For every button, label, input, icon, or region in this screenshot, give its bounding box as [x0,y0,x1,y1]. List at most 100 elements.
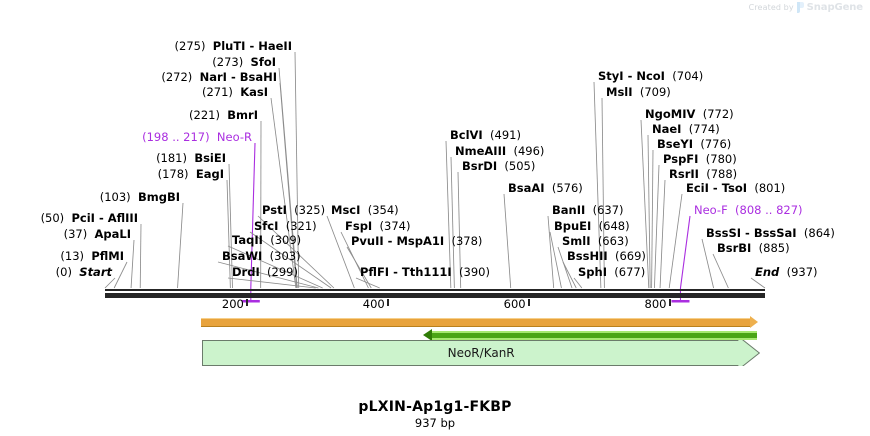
enzyme-label-drdi: DrdI (299) [232,265,298,279]
leader-line-pcii-afliii [139,223,142,289]
green-arrow-head-icon [422,329,432,341]
enzyme-name: BsrBI [717,241,752,255]
enzyme-name: MslI [606,85,633,99]
enzyme-label-nmeaiii: NmeAIII (496) [455,144,544,158]
enzyme-label-neo-f: Neo-F (808 .. 827) [694,203,803,217]
enzyme-name-2: AflIII [107,211,138,225]
enzyme-position: (801) [754,181,786,195]
enzyme-position: (776) [700,137,732,151]
enzyme-position: (378) [451,234,483,248]
neor-kanr-arrow[interactable]: NeoR/KanR [202,340,761,366]
enzyme-position: (13) [60,249,84,263]
enzyme-position: (273) [212,55,244,69]
enzyme-label-rsrii: RsrII (788) [669,168,737,180]
enzyme-position: (808 .. 827) [735,203,803,217]
leader-line-pluti-haeii [294,51,300,289]
leader-line-bmgbi [177,202,184,289]
enzyme-label-end: End (937) [755,265,818,279]
enzyme-position: (0) [55,265,72,279]
enzyme-name: BseYI [657,137,694,151]
enzyme-name: Neo-F [694,203,728,217]
enzyme-name: Start [79,265,112,279]
enzyme-name: PvuII [351,234,384,248]
enzyme-name: EagI [195,167,224,181]
leader-line-bsssi-bsssai [701,238,714,289]
orange-arrow-body [200,318,751,327]
enzyme-position: (491) [490,128,521,142]
snapgene-watermark: Created by SnapGene [749,2,863,13]
enzyme-position: (505) [504,159,536,173]
enzyme-label-pflmi: (13) PflMI [60,249,124,263]
leader-line-sfci [249,231,332,289]
leader-line-bclvi [445,140,452,289]
ruler-tick-label: 600 [503,297,526,311]
enzyme-position: (374) [379,219,411,233]
leader-line-nmeaiii [450,156,455,289]
enzyme-name: BssSI [706,226,742,240]
enzyme-name: NaeI [652,122,682,136]
leader-line-start [104,277,116,289]
separator: - [383,234,397,248]
enzyme-position: (271) [201,85,233,99]
enzyme-label-pflfi-tth111i: PflFI - Tth111I (390) [360,265,490,279]
enzyme-position: (885) [758,241,790,255]
enzyme-name-2: NcoI [636,69,665,83]
separator: - [623,69,637,83]
ruler-tick [245,299,248,306]
ruler-tick [668,299,671,306]
enzyme-name: ApaLI [94,227,132,241]
enzyme-position: (663) [597,234,629,248]
enzyme-label-bmri: (221) BmrI [189,109,258,121]
enzyme-name: MscI [331,203,361,217]
leader-line-eagi [226,179,231,289]
enzyme-name: SphI [578,265,607,279]
enzyme-label-bmgbi: (103) BmgBI [100,191,180,203]
neor-kanr-arrow-shape [202,340,761,366]
leader-line-banii [547,215,555,289]
leader-line-nari-bsahi [279,82,298,289]
enzyme-name: NmeAIII [455,144,507,158]
enzyme-name: EciI [686,181,709,195]
enzyme-name: BsiEI [194,151,226,165]
separator: - [708,181,722,195]
leader-line-neo-f [679,215,691,289]
enzyme-name: NgoMIV [645,107,696,121]
enzyme-name: PciI [71,211,95,225]
enzyme-label-kasi: (271) KasI [201,85,268,99]
enzyme-label-ecii-tsoi: EciI - TsoI (801) [686,181,786,195]
leader-line-ecii-tsoi [668,193,683,289]
enzyme-label-neo-r: (198 .. 217) Neo-R [142,130,252,144]
enzyme-position: (50) [40,211,65,225]
sequence-backbone [105,293,765,298]
enzyme-name: End [755,265,780,279]
enzyme-label-mslii: MslI (709) [606,85,671,99]
enzyme-name: DrdI [232,265,260,279]
enzyme-label-bsiei: (181) BsiEI [156,151,226,165]
enzyme-label-sfoi: (273) SfoI [212,55,276,69]
leader-line-msci [326,215,355,289]
leader-line-styi-ncoi [593,81,602,289]
leader-line-smli [557,246,573,289]
enzyme-label-bsrbi: BsrBI (885) [717,241,790,255]
leader-line-pflfi-tth111i [355,277,380,289]
enzyme-position: (181) [156,151,187,165]
enzyme-name: SfcI [254,219,279,233]
separator: - [741,226,754,240]
enzyme-position: (198 .. 217) [142,130,210,144]
leader-line-ngomiv [640,119,650,289]
enzyme-position: (390) [459,265,490,279]
leader-line-bsawi [217,261,319,289]
enzyme-label-bsaai: BsaAI (576) [508,182,583,194]
enzyme-label-apali: (37) ApaLI [64,227,132,241]
enzyme-name-2: TsoI [721,181,748,195]
enzyme-label-fspi: FspI (374) [345,219,411,233]
enzyme-position: (354) [367,203,399,217]
leader-line-psti [257,215,335,289]
enzyme-position: (325) [294,203,326,217]
leader-line-bpuei [549,231,562,289]
enzyme-name: KasI [240,85,268,99]
plasmid-length: 937 bp [414,416,456,430]
watermark-brand: SnapGene [806,2,863,13]
enzyme-position: (272) [161,70,193,84]
leader-line-pvuii-mspa1i [346,246,372,289]
